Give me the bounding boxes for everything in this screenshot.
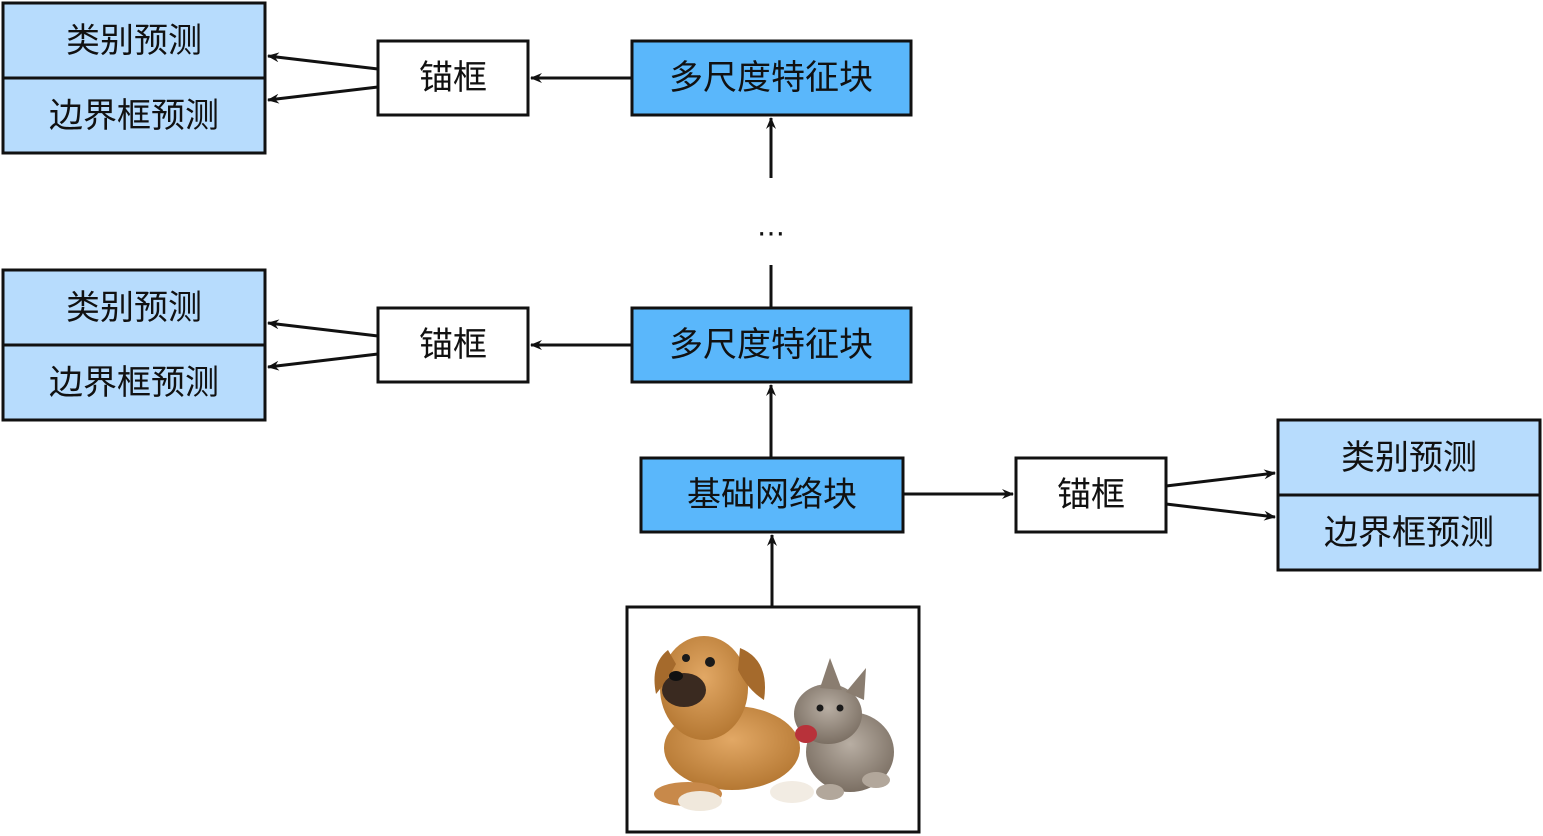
dog-and-kitten-photo-icon	[654, 636, 894, 811]
mid-multiscale-block: 多尺度特征块	[630, 306, 913, 384]
arrow-top-anchor-to-bbox	[267, 85, 379, 104]
base-network-label: 基础网络块	[687, 475, 857, 515]
base-class-prediction-label: 类别预测	[1341, 438, 1477, 478]
top-multiscale-block: 多尺度特征块	[630, 39, 913, 117]
mid-bbox-prediction-box: 边界框预测	[1, 343, 267, 422]
top-bbox-prediction-label: 边界框预测	[49, 96, 219, 136]
mid-multiscale-label: 多尺度特征块	[669, 325, 873, 365]
top-anchor-box: 锚框	[376, 39, 530, 117]
base-class-prediction-box: 类别预测	[1276, 418, 1542, 497]
top-class-prediction-box: 类别预测	[1, 1, 267, 80]
base-anchor-label: 锚框	[1057, 475, 1125, 515]
arrow-base-anchor-to-bbox	[1165, 502, 1276, 521]
base-anchor-box: 锚框	[1014, 456, 1168, 534]
arrow-mid-anchor-to-bbox	[267, 352, 379, 371]
base-network-block: 基础网络块	[639, 456, 905, 534]
top-bbox-prediction-box: 边界框预测	[1, 76, 267, 155]
input-image	[625, 605, 921, 834]
top-class-prediction-label: 类别预测	[66, 21, 202, 61]
top-anchor-label: 锚框	[419, 58, 487, 98]
mid-class-prediction-box: 类别预测	[1, 268, 267, 347]
arrow-mid-anchor-to-class	[267, 319, 379, 338]
mid-class-prediction-label: 类别预测	[66, 288, 202, 328]
arrow-base-anchor-to-class	[1165, 469, 1276, 488]
mid-bbox-prediction-label: 边界框预测	[49, 363, 219, 403]
base-bbox-prediction-label: 边界框预测	[1324, 513, 1494, 553]
mid-anchor-label: 锚框	[419, 325, 487, 365]
base-bbox-prediction-box: 边界框预测	[1276, 493, 1542, 572]
arrow-top-anchor-to-class	[267, 52, 379, 71]
top-multiscale-label: 多尺度特征块	[669, 58, 873, 98]
mid-anchor-box: 锚框	[376, 306, 530, 384]
ellipsis-label: …	[757, 210, 785, 243]
